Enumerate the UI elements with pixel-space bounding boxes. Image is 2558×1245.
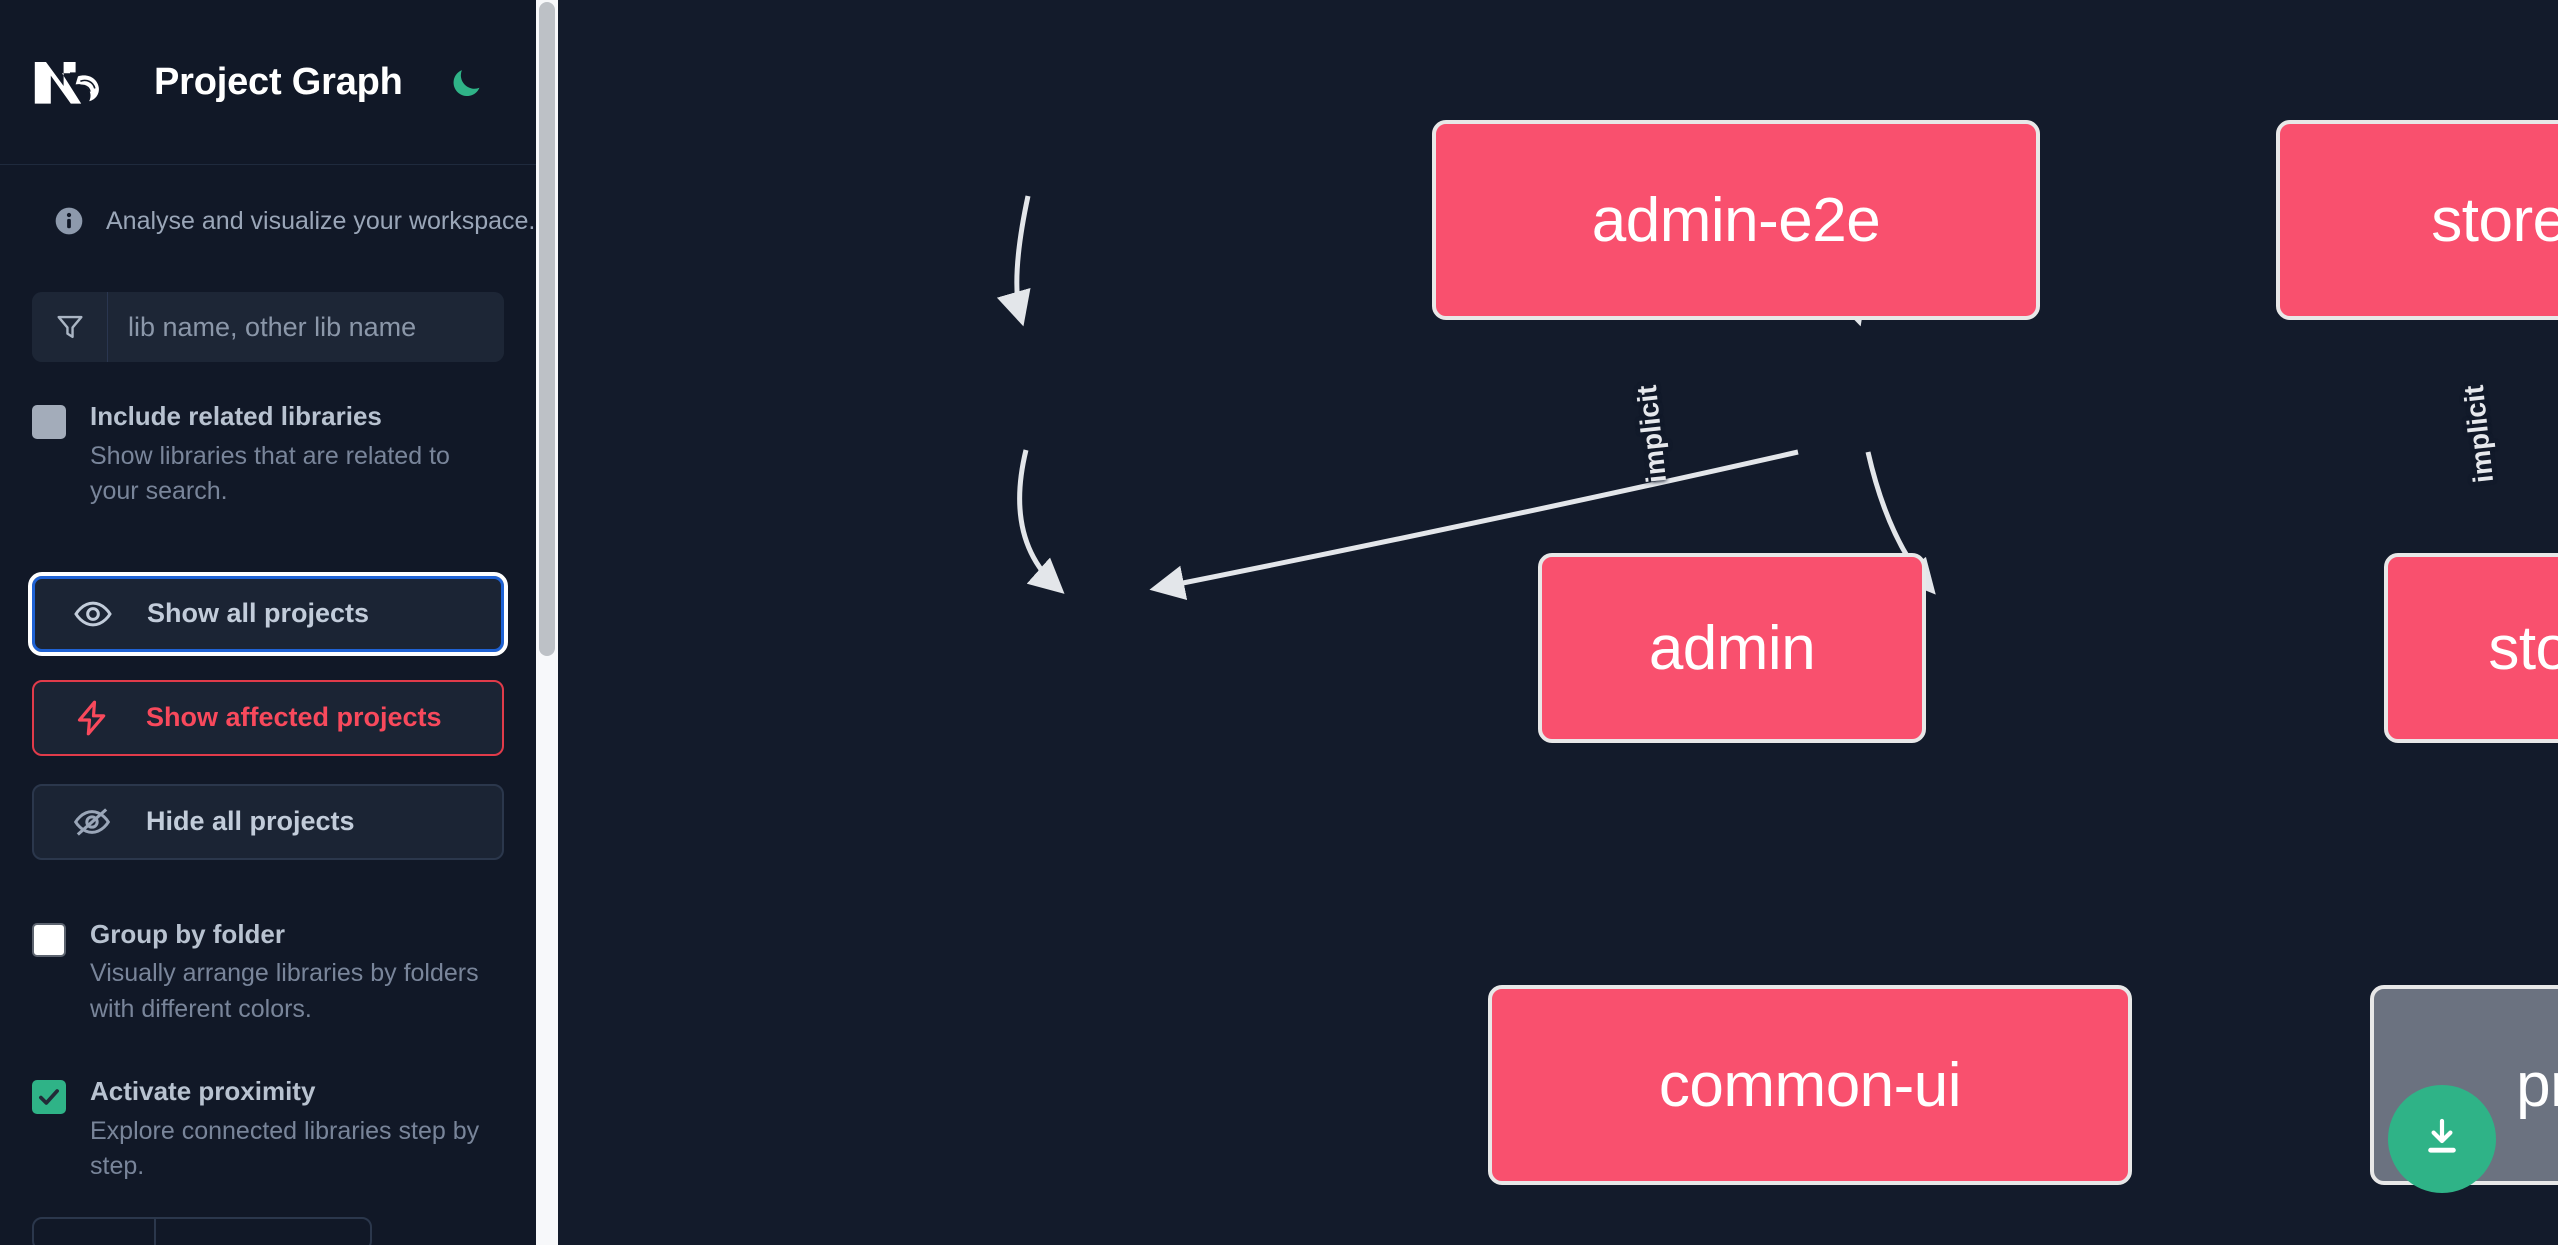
sidebar-scroll-area: Project Graph Analyse and visualize your… [0, 0, 536, 1245]
info-icon [53, 205, 85, 237]
show-all-projects-label: Show all projects [147, 598, 370, 628]
nx-logo-icon [30, 52, 118, 112]
sidebar-header: Project Graph [0, 0, 536, 165]
checkbox-description: Show libraries that are related to your … [90, 441, 450, 506]
eye-icon [73, 592, 117, 636]
filter-search-box[interactable] [32, 292, 504, 362]
show-affected-projects-label: Show affected projects [146, 702, 442, 732]
lightning-bolt-icon [72, 696, 116, 740]
checkbox-include-related-libraries[interactable]: Include related libraries Show libraries… [0, 400, 536, 510]
show-all-projects-button[interactable]: Show all projects [28, 571, 508, 656]
edge-admin-e2e-to-admin [996, 195, 1031, 327]
graph-node-admin[interactable]: admin [1538, 553, 1926, 743]
graph-node-store-e2e[interactable]: store-e2e [2276, 120, 2558, 320]
edge-admin-to-common-ui [1017, 449, 1065, 594]
download-icon [2418, 1113, 2466, 1166]
checkbox-box[interactable] [32, 1080, 66, 1114]
divider [154, 1219, 156, 1245]
page-title: Project Graph [154, 60, 403, 103]
checkbox-label: Include related libraries [90, 401, 382, 431]
checkbox-box[interactable] [32, 922, 66, 957]
eye-off-icon [72, 800, 116, 844]
checkbox-group-by-folder[interactable]: Group by folder Visually arrange librari… [0, 918, 536, 1028]
checkbox-description: Explore connected libraries step by step… [90, 1116, 480, 1181]
workspace-note-text: Analyse and visualize your workspace. [106, 206, 536, 235]
show-affected-projects-button[interactable]: Show affected projects [32, 679, 504, 756]
sidebar-scrollbar-thumb[interactable] [539, 2, 555, 656]
graph-node-common-ui[interactable]: common-ui [1488, 985, 2132, 1185]
checkbox-box[interactable] [32, 405, 66, 439]
edge-store-to-common-ui [1149, 449, 1799, 601]
hide-all-projects-label: Hide all projects [146, 806, 355, 836]
graph-node-store[interactable]: store [2384, 553, 2558, 743]
workspace-note: Analyse and visualize your workspace. [0, 165, 536, 237]
search-depth-control[interactable] [32, 1217, 372, 1245]
checkbox-description: Visually arrange libraries by folders wi… [90, 959, 479, 1023]
project-graph-canvas[interactable]: admin-e2e store-e2e admin store common-u… [558, 0, 2558, 1245]
hide-all-projects-button[interactable]: Hide all projects [32, 783, 504, 860]
sidebar: Project Graph Analyse and visualize your… [0, 0, 558, 1245]
graph-node-admin-e2e[interactable]: admin-e2e [1432, 120, 2040, 320]
search-input[interactable] [108, 292, 504, 362]
checkbox-label: Activate proximity [90, 1076, 316, 1106]
filter-funnel-icon [32, 292, 108, 362]
download-button[interactable] [2388, 1085, 2496, 1193]
sidebar-scrollbar[interactable] [536, 0, 558, 1245]
moon-icon[interactable] [443, 59, 489, 105]
checkbox-label: Group by folder [90, 918, 285, 949]
check-icon [39, 1089, 59, 1105]
checkbox-activate-proximity[interactable]: Activate proximity Explore connected lib… [0, 1075, 536, 1185]
